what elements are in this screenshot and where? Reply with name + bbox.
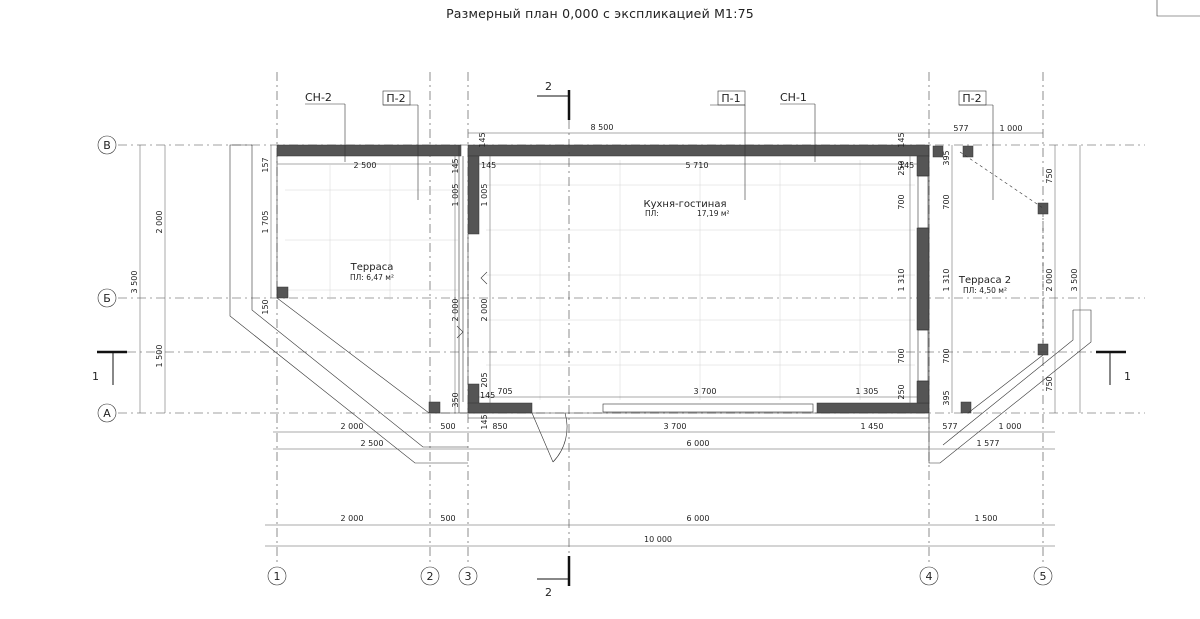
dim-row2-1577: 1 577	[977, 439, 1000, 448]
tag-p1: П-1	[721, 92, 740, 105]
axis-row-b: Б	[103, 292, 111, 305]
dim-145-e: 145	[451, 158, 460, 173]
section-label-1-left: 1	[92, 370, 99, 383]
section-label-2-bottom: 2	[545, 586, 552, 599]
room-kitchen-area-label: ПЛ:	[645, 209, 659, 218]
drawing-title: Размерный план 0,000 с экспликацией М1:7…	[446, 6, 754, 21]
dim-1500-left: 1 500	[155, 345, 164, 368]
dim-700-a: 700	[897, 194, 906, 209]
floor-tiling	[285, 160, 915, 400]
dim-395-b: 395	[942, 390, 951, 405]
dim-250-bottom: 250	[897, 384, 906, 399]
axis-col-1: 1	[274, 570, 281, 583]
axis-col-3: 3	[465, 570, 472, 583]
dim-8500: 8 500	[591, 123, 614, 132]
axis-col-2: 2	[427, 570, 434, 583]
section-label-2-top: 2	[545, 80, 552, 93]
dim-1305: 1 305	[856, 387, 879, 396]
axis-bubbles	[97, 135, 1053, 586]
axis-row-a: А	[103, 407, 111, 420]
dim-row1-2000: 2 000	[341, 422, 364, 431]
dim-250-top: 250	[897, 160, 906, 175]
dim-145-b: 145	[899, 161, 914, 170]
room-terrace2-name: Терраса 2	[958, 275, 1011, 286]
dim-row1-1000: 1 000	[999, 422, 1022, 431]
dim-350: 350	[451, 392, 460, 407]
axis-col-5: 5	[1040, 570, 1047, 583]
dim-row4-10000: 10 000	[644, 535, 672, 544]
dim-row2-2500: 2 500	[361, 439, 384, 448]
section-cut-2	[537, 90, 571, 586]
dim-145-c: 145	[480, 391, 495, 400]
dim-2000-mid-b: 2 000	[480, 299, 489, 322]
dim-row3-500: 500	[440, 514, 455, 523]
dim-1005-a: 1 005	[451, 184, 460, 207]
dim-3700-in: 3 700	[694, 387, 717, 396]
room-kitchen-name: Кухня-гостиная	[644, 199, 727, 210]
room-kitchen-area: 17,19 м²	[697, 209, 730, 218]
dim-705: 705	[497, 387, 512, 396]
dim-3500-left: 3 500	[130, 271, 139, 294]
dim-750-top: 750	[1045, 168, 1054, 183]
dim-1000-top: 1 000	[1000, 124, 1023, 133]
tag-sn2: СН-2	[305, 91, 332, 104]
dim-1705: 1 705	[261, 211, 270, 234]
dim-row1-850: 850	[492, 422, 507, 431]
room-terrace-name: Терраса	[350, 262, 394, 273]
dim-5710: 5 710	[686, 161, 709, 170]
dim-577-top: 577	[953, 124, 968, 133]
dim-395-a: 395	[942, 150, 951, 165]
dim-145-f: 145	[480, 414, 489, 429]
dim-2000-mid-a: 2 000	[451, 299, 460, 322]
terrace-outline-right	[928, 145, 1092, 464]
dim-157: 157	[261, 157, 270, 172]
entrance-door	[531, 412, 568, 463]
dim-1310-b: 1 310	[942, 269, 951, 292]
terrace-outline-left	[229, 144, 929, 464]
dim-700-b: 700	[897, 348, 906, 363]
dim-700-c: 700	[942, 194, 951, 209]
title-block-corner	[1156, 0, 1200, 17]
tag-p2-right: П-2	[962, 92, 981, 105]
axis-col-4: 4	[926, 570, 933, 583]
tag-p2-left: П-2	[386, 92, 405, 105]
dim-2000-right: 2 000	[1045, 269, 1054, 292]
dim-150: 150	[261, 299, 270, 314]
dim-145-g: 145	[897, 132, 906, 147]
dim-row1-1450: 1 450	[861, 422, 884, 431]
dim-145-d: 145	[478, 132, 487, 147]
dim-row3-2000: 2 000	[341, 514, 364, 523]
dim-700-d: 700	[942, 348, 951, 363]
dim-145-a: 145	[481, 161, 496, 170]
section-label-1-right: 1	[1124, 370, 1131, 383]
flow-arrows	[456, 271, 488, 339]
dim-1005-b: 1 005	[480, 184, 489, 207]
dim-750-bottom: 750	[1045, 376, 1054, 391]
dim-row1-3700: 3 700	[664, 422, 687, 431]
tag-sn1: СН-1	[780, 91, 807, 104]
dim-row2-6000: 6 000	[687, 439, 710, 448]
dim-row1-577: 577	[942, 422, 957, 431]
dim-205: 205	[480, 372, 489, 387]
dim-3500-right: 3 500	[1070, 269, 1079, 292]
section-cut-1	[97, 350, 1126, 385]
dim-row1-500: 500	[440, 422, 455, 431]
dim-row3-1500: 1 500	[975, 514, 998, 523]
dim-1310-a: 1 310	[897, 269, 906, 292]
dim-2000-left: 2 000	[155, 211, 164, 234]
room-terrace2-area: ПЛ: 4,50 м²	[963, 286, 1007, 295]
axis-row-v: В	[103, 139, 111, 152]
dimension-lines	[139, 132, 1081, 547]
dim-2500-top: 2 500	[354, 161, 377, 170]
dim-row3-6000: 6 000	[687, 514, 710, 523]
glazing	[458, 145, 929, 413]
room-terrace-area: ПЛ: 6,47 м²	[350, 273, 394, 282]
